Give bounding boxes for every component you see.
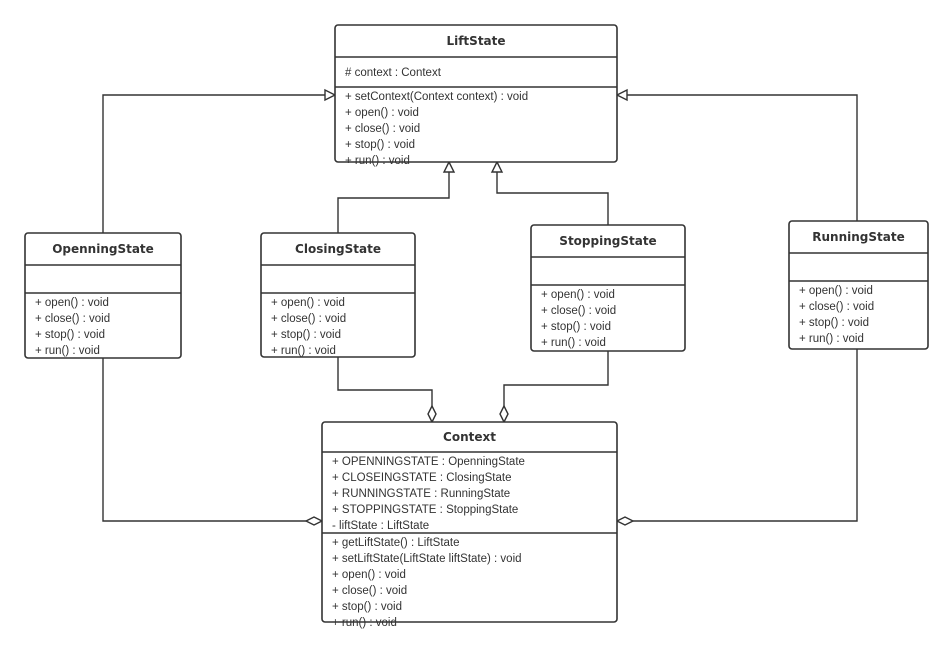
class-lift-state[interactable]: LiftState # context : Context + setContext… xyxy=(334,24,618,167)
edge-openning-to-context xyxy=(102,358,324,526)
edge-stopping-to-liftstate xyxy=(490,160,609,225)
class-openning-state[interactable]: OpenningState + open() : void + close() : … xyxy=(24,232,182,359)
class-method: + close() : void xyxy=(541,305,616,317)
class-name: StoppingState xyxy=(559,234,656,248)
connector-line xyxy=(337,357,433,406)
class-method: + open() : void xyxy=(332,569,406,581)
class-name: OpenningState xyxy=(52,242,154,256)
class-stopping-state[interactable]: StoppingState + open() : void + close() : … xyxy=(530,224,686,352)
class-method: + open() : void xyxy=(345,107,419,119)
class-method: + stop() : void xyxy=(271,329,341,341)
connector-line xyxy=(503,351,609,406)
class-attribute: + STOPPINGSTATE : StoppingState xyxy=(332,504,518,516)
class-attribute: - liftState : LiftState xyxy=(332,520,429,532)
class-method: + getLiftState() : LiftState xyxy=(332,537,460,549)
connector-line xyxy=(102,94,325,233)
connector-line xyxy=(496,172,609,225)
class-method: + stop() : void xyxy=(541,321,611,333)
class-method: + stop() : void xyxy=(799,317,869,329)
class-method: + run() : void xyxy=(799,333,864,345)
relations xyxy=(102,88,858,526)
connector-line xyxy=(102,358,306,522)
class-running-state[interactable]: RunningState + open() : void + close() : v… xyxy=(788,220,929,350)
class-method: + run() : void xyxy=(35,345,100,357)
class-method: + close() : void xyxy=(332,585,407,597)
aggregation-diamond-icon xyxy=(427,404,437,424)
class-method: + setContext(Context context) : void xyxy=(345,91,528,103)
connector-line xyxy=(633,349,858,522)
aggregation-diamond-icon xyxy=(304,516,324,526)
class-box xyxy=(24,232,182,359)
class-method: + stop() : void xyxy=(332,601,402,613)
edge-closing-to-liftstate xyxy=(337,160,456,233)
class-method: + open() : void xyxy=(35,297,109,309)
class-attribute: + OPENNINGSTATE : OpenningState xyxy=(332,456,525,468)
class-attribute: + CLOSEINGSTATE : ClosingState xyxy=(332,472,512,484)
class-method: + open() : void xyxy=(541,289,615,301)
connector-line xyxy=(337,172,450,233)
aggregation-diamond-icon xyxy=(499,404,509,424)
class-method: + close() : void xyxy=(799,301,874,313)
class-closing-state[interactable]: ClosingState + open() : void + close() : v… xyxy=(260,232,416,358)
aggregation-diamond-icon xyxy=(615,516,635,526)
generalization-arrow-icon xyxy=(490,160,504,173)
class-method: + close() : void xyxy=(345,123,420,135)
class-method: + run() : void xyxy=(271,345,336,357)
class-method: + open() : void xyxy=(271,297,345,309)
class-method: + run() : void xyxy=(345,155,410,167)
class-name: RunningState xyxy=(812,230,904,244)
edge-closing-to-context xyxy=(337,357,437,424)
generalization-arrow-icon xyxy=(324,88,337,102)
class-box xyxy=(334,24,618,163)
class-method: + setLiftState(LiftState liftState) : vo… xyxy=(332,553,522,565)
edge-openning-to-liftstate xyxy=(102,88,337,233)
class-context[interactable]: Context + OPENNINGSTATE : OpenningState + … xyxy=(321,421,618,629)
class-method: + open() : void xyxy=(799,285,873,297)
classes: LiftState # context : Context + setContext… xyxy=(24,24,929,629)
class-name: LiftState xyxy=(446,34,505,48)
class-attribute: # context : Context xyxy=(345,67,442,79)
class-box xyxy=(321,421,618,623)
class-method: + stop() : void xyxy=(35,329,105,341)
class-name: ClosingState xyxy=(295,242,381,256)
class-box xyxy=(260,232,416,358)
class-attribute: + RUNNINGSTATE : RunningState xyxy=(332,488,510,500)
generalization-arrow-icon xyxy=(615,88,628,102)
class-method: + run() : void xyxy=(541,337,606,349)
class-name: Context xyxy=(443,430,496,444)
edge-stopping-to-context xyxy=(499,351,609,424)
class-method: + close() : void xyxy=(271,313,346,325)
edge-running-to-context xyxy=(615,349,858,526)
edge-running-to-liftstate xyxy=(615,88,858,221)
class-method: + run() : void xyxy=(332,617,397,629)
class-method: + stop() : void xyxy=(345,139,415,151)
class-method: + close() : void xyxy=(35,313,110,325)
connector-line xyxy=(627,94,858,221)
generalization-arrow-icon xyxy=(442,160,456,173)
